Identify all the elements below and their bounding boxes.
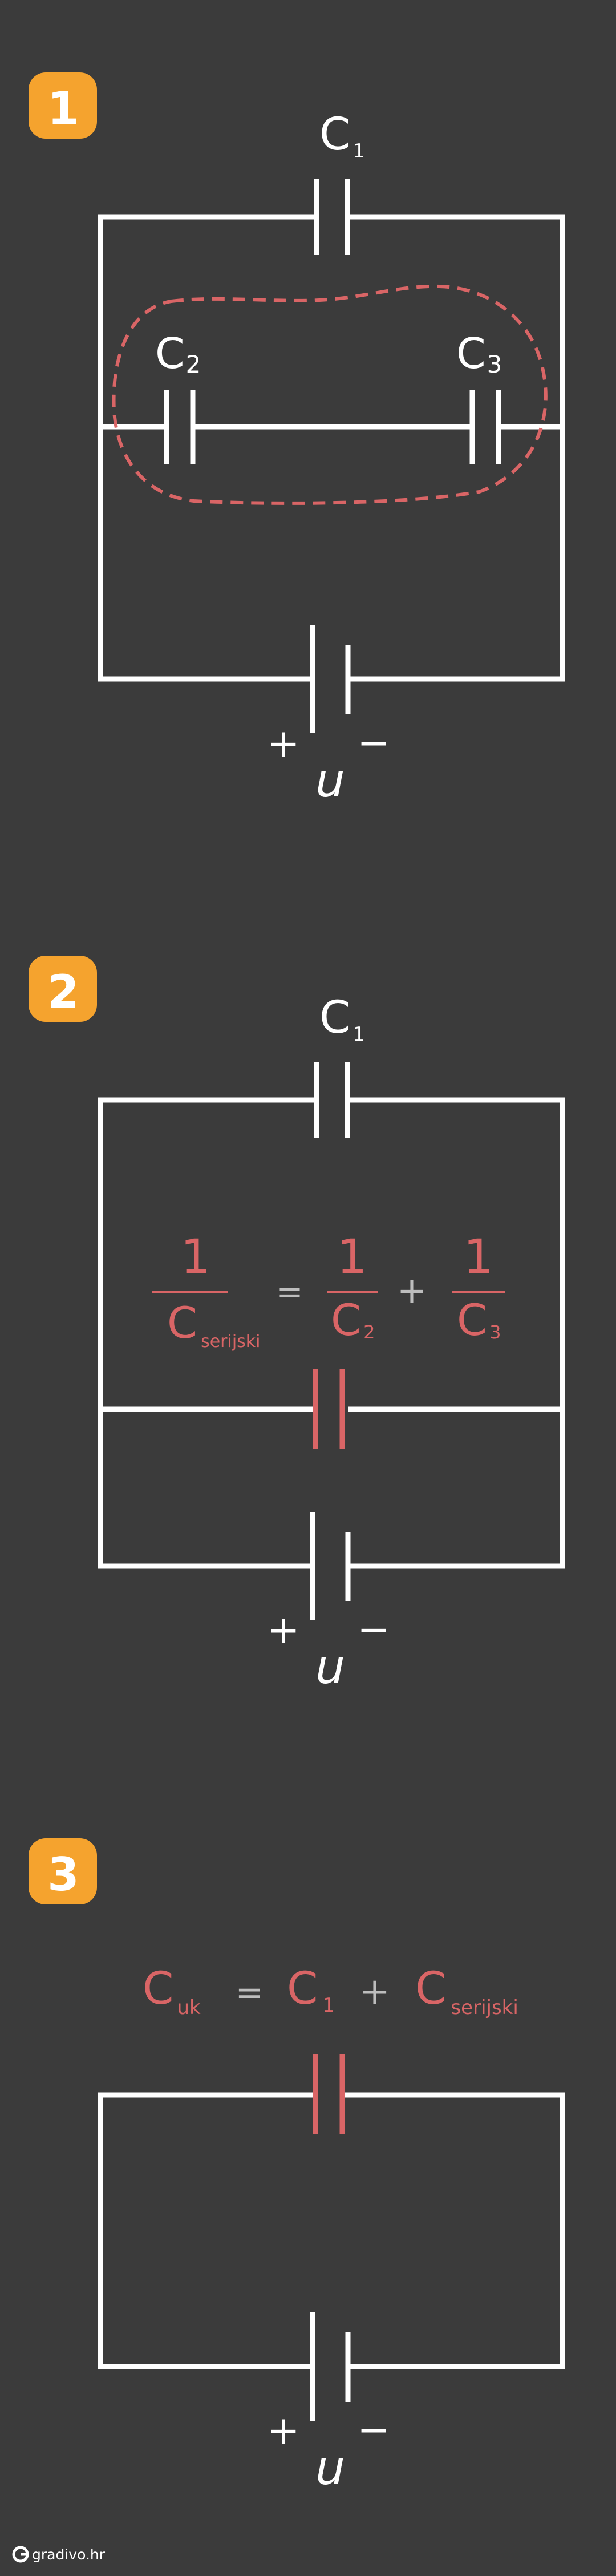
battery-minus-sign: −: [358, 2408, 390, 2453]
voltage-label: u: [315, 1640, 345, 1695]
badge-number: 1: [47, 82, 79, 135]
wire-left-loop: [98, 214, 315, 682]
wire-left-loop: [98, 2092, 314, 2369]
wire-right-loop: [348, 1097, 565, 1569]
c3-label: C3: [456, 329, 502, 378]
numerator-1: 1: [180, 1229, 210, 1285]
battery-minus-sign: −: [358, 1607, 390, 1652]
equals-sign: =: [236, 1973, 264, 2012]
battery-plus-sign: +: [268, 1608, 300, 1653]
numerator-2: 1: [337, 1229, 367, 1285]
gradivo-logo-icon: [12, 2546, 29, 2563]
wire-right-loop: [348, 214, 565, 682]
plus-sign: +: [397, 1269, 427, 1311]
plus-sign: +: [359, 1971, 390, 2013]
battery-plus-sign: +: [268, 721, 300, 766]
badge-number: 3: [47, 1848, 79, 1901]
wire-left-loop: [98, 1097, 315, 1569]
c2-label: C2: [155, 329, 201, 378]
battery-plus-sign: +: [268, 2408, 300, 2453]
step-badge-3: 3: [29, 1838, 97, 1904]
logo-text: gradivo.hr: [32, 2546, 106, 2563]
badge-background: [29, 72, 97, 139]
wire-right-loop: [342, 2092, 565, 2369]
voltage-label: u: [315, 754, 345, 808]
step-badge-2: 2: [29, 956, 97, 1022]
battery-minus-sign: −: [358, 721, 390, 766]
gradivo-logo: gradivo.hr: [12, 2546, 106, 2563]
voltage-label: u: [315, 2441, 345, 2496]
series-group-outline: [112, 284, 548, 505]
step-badge-1: 1: [29, 72, 97, 139]
numerator-3: 1: [463, 1229, 493, 1285]
badge-number: 2: [47, 965, 79, 1018]
badge-background: [29, 1838, 97, 1904]
equals-sign: =: [277, 1273, 303, 1311]
badge-background: [29, 956, 97, 1022]
